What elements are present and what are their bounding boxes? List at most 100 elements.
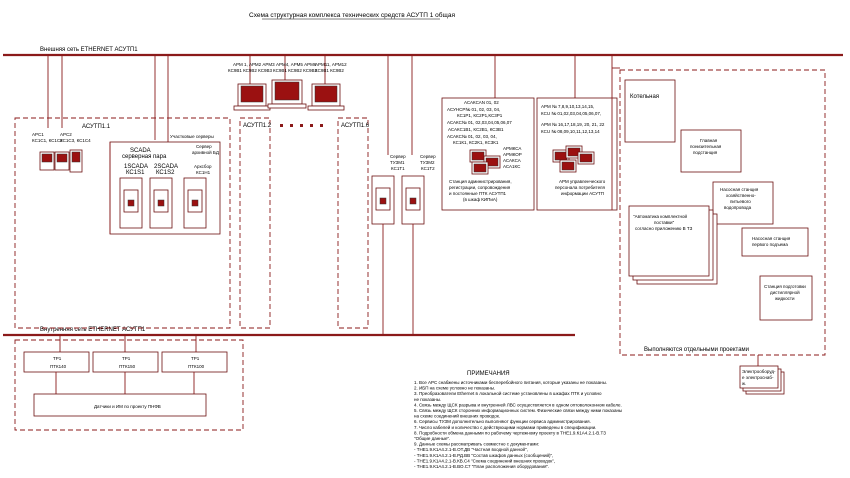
scada-server-1: [119, 177, 143, 229]
note-line: "Общие данные".: [414, 436, 450, 441]
tuzm1-l3: КС1Т1: [391, 166, 405, 171]
srv2-name: 2SCADA: [154, 164, 178, 170]
svg-text:е электроснаб-: е электроснаб-: [742, 375, 774, 380]
ksa-line: АСА1КС: [503, 164, 521, 169]
apc-computers: [39, 149, 83, 173]
sensors-label: Датчики и ИМ по проекту ПНФВ: [94, 404, 161, 409]
projects-region: [619, 69, 826, 356]
ksa-workstations: [469, 149, 501, 175]
svg-text:КСU № 08,09,10,11,12,13,14: КСU № 08,09,10,11,12,13,14: [541, 129, 600, 134]
note-line: 7. Число кабелей и количество с действую…: [414, 424, 596, 430]
ksa-line: АСАКС№ 01, 02,03,04,05,06,07: [447, 120, 512, 125]
tuzm2-l2: ТУЗМ2: [420, 160, 435, 165]
note-line: - ТНЕ1.9.К1А4.2.1-В.РД.ВВ "Состав шкафов…: [414, 452, 553, 458]
scada-label: SCADA: [130, 148, 151, 154]
asutp12-label: АСУТП1.2: [243, 123, 272, 129]
svg-text:Станция подготовки: Станция подготовки: [764, 284, 806, 289]
svg-text:информации АСУТП: информации АСУТП: [561, 191, 604, 196]
svg-text:регистрации, сопровождения: регистрации, сопровождения: [449, 185, 511, 190]
note-line: на схеме соединений внешних проводок.: [414, 413, 500, 419]
asutp12-region: [239, 117, 271, 329]
podstanciya-box: [680, 129, 742, 173]
svg-text:персонала потребителя: персонала потребителя: [555, 185, 606, 190]
projects-footer: Выполняются отдельными проектами: [644, 347, 749, 353]
srv3-code: КС1Н1: [196, 170, 211, 175]
svg-text:(в шкаф КИПиА): (в шкаф КИПиА): [463, 197, 498, 202]
note-line: 6. Сервисы ТУЗМ дополнительно выполняют …: [414, 419, 591, 424]
svg-text:жидкости: жидкости: [775, 296, 795, 301]
nasos2-box: [741, 227, 809, 257]
scada-server-2: [149, 177, 173, 229]
srv3-top2: архивной БД: [192, 149, 219, 155]
notes-text: 1. Все АРС снабжены источниками беспереб…: [414, 379, 622, 469]
svg-text:поставки": поставки": [654, 220, 675, 225]
apc2-name: АРС2: [60, 132, 72, 137]
svg-text:понизительная: понизительная: [690, 144, 722, 149]
svg-text:АРМ № 16,17,18,19, 20, 21, 22: АРМ № 16,17,18,19, 20, 21, 22: [541, 122, 605, 127]
tuzm2-l1: Сервер: [420, 154, 436, 159]
svg-text:Станция администрирования,: Станция администрирования,: [449, 179, 512, 184]
svg-text:ТР1: ТР1: [191, 356, 200, 361]
svg-text:АРМ управленческого: АРМ управленческого: [559, 179, 606, 184]
svg-text:подстанция: подстанция: [693, 150, 718, 155]
note-line: 9. Данные схемы рассматривать совместно …: [414, 442, 539, 447]
asutp16-region: [337, 117, 369, 329]
svg-text:Электрооборуд-: Электрооборуд-: [742, 369, 776, 374]
page-title: Схема структурная комплекса технических …: [249, 11, 455, 19]
srv1-name: 1SCADA: [124, 164, 148, 170]
ksa-line: АРМКОР: [503, 152, 522, 157]
note-line: - ТНЕ1.9.К1А4.2.1-В.ВО.С7 "План располож…: [414, 464, 549, 469]
note-line: 1. Все АРС снабжены источниками беспереб…: [414, 379, 607, 385]
bottom-region: [14, 339, 244, 431]
ksa-line: АСУНСР№ 01, 02, 03, 04,: [447, 107, 500, 112]
srv2-code: КС1S2: [156, 170, 175, 176]
svg-text:ж.: ж.: [742, 381, 746, 386]
apc2-code: КС1С3, КС1С4: [60, 138, 91, 143]
ksa-line: АСАКСА: [503, 158, 521, 163]
asutp16-label: АСУТП1.6: [341, 123, 370, 129]
tp2-box: [92, 351, 159, 373]
distil-box: [759, 275, 813, 321]
ksa-line: КС1Р1, КС2Р1,КС3Р1: [457, 113, 503, 118]
note-line: 2. ИБП на схеме условно не показаны.: [414, 386, 495, 391]
arm-g3-line2: КС9В1 КС9В2: [315, 68, 344, 73]
svg-text:и постоянные ПТК АСУТП1: и постоянные ПТК АСУТП1: [449, 191, 507, 196]
svg-text:ПТК140: ПТК140: [50, 364, 67, 369]
svg-text:ТР1: ТР1: [122, 356, 131, 361]
arm-g1-line2: КС9В1 КС9В2 КС9В3: [228, 68, 272, 73]
arm-right-text: АРМ № 7,8,9,10,13,14,15, КСU № 01,02,03,…: [541, 104, 605, 134]
srv1-code: КС1S1: [126, 170, 145, 176]
note-line: - ТНЕ1.9.К1А4.2.1-В.КВ.С4 "Схема соедине…: [414, 457, 555, 463]
notes-title: ПРИМЕЧАНИЯ: [467, 371, 510, 377]
note-line: - ТНЕ1.9.К1А4.2.1-В.ОТ.ДВ "Частная входн…: [414, 446, 528, 452]
svg-text:Насосная станция: Насосная станция: [720, 187, 759, 192]
arm-g2-line1: АРМ4, АРМ5 АРМ6: [276, 62, 317, 67]
sensors-box: [33, 393, 207, 417]
svg-text:водопровода: водопровода: [724, 205, 752, 210]
tp1-box: [23, 351, 90, 373]
apc1-name: АРС1: [32, 132, 44, 137]
asutp11-region: [14, 117, 231, 329]
tp3-box: [161, 351, 228, 373]
ellipsis-dots: [280, 124, 323, 127]
svg-text:"Автоматика комплектной: "Автоматика комплектной: [633, 213, 688, 219]
arm-g1-line1: АРМ 1, АРМ2 АРМ3: [233, 62, 275, 67]
asutp11-label: АСУТП1.1: [82, 124, 111, 130]
tuzm-servers: [371, 175, 425, 225]
ksa-line: КС1К1, КС2К1, КС3К1: [453, 140, 499, 145]
arm-workstations-top: [233, 79, 345, 111]
svg-text:хозяйственно-: хозяйственно-: [726, 192, 756, 198]
ksa-line: АСАКСАN 01, 02: [464, 100, 499, 105]
svg-text:дистиллярной: дистиллярной: [770, 289, 800, 295]
arm-g2-line2: КС9В1 КС9В2 КС9В3: [273, 68, 317, 73]
svg-text:АРМ № 7,8,9,10,13,14,15,: АРМ № 7,8,9,10,13,14,15,: [541, 104, 594, 109]
external-net-label: Внешняя сеть ETHERNET АСУТП1: [40, 47, 138, 53]
note-line: 4. Связь между ЩСК разрыва и внутренней …: [414, 401, 622, 407]
tuzm2-l3: КС1Т2: [421, 166, 435, 171]
svg-text:КСU № 01,02,03,04,05,06,07,: КСU № 01,02,03,04,05,06,07,: [541, 111, 601, 116]
note-line: 5. Связь между ЩСК сторонних информацион…: [414, 408, 622, 413]
svg-text:согласно приложению В ТЗ: согласно приложению В ТЗ: [635, 226, 693, 231]
arm-right-workstations: [552, 145, 595, 173]
arm-g3-line1: АРМ11, АРМ12: [315, 62, 347, 67]
svg-text:ТР1: ТР1: [53, 356, 62, 361]
